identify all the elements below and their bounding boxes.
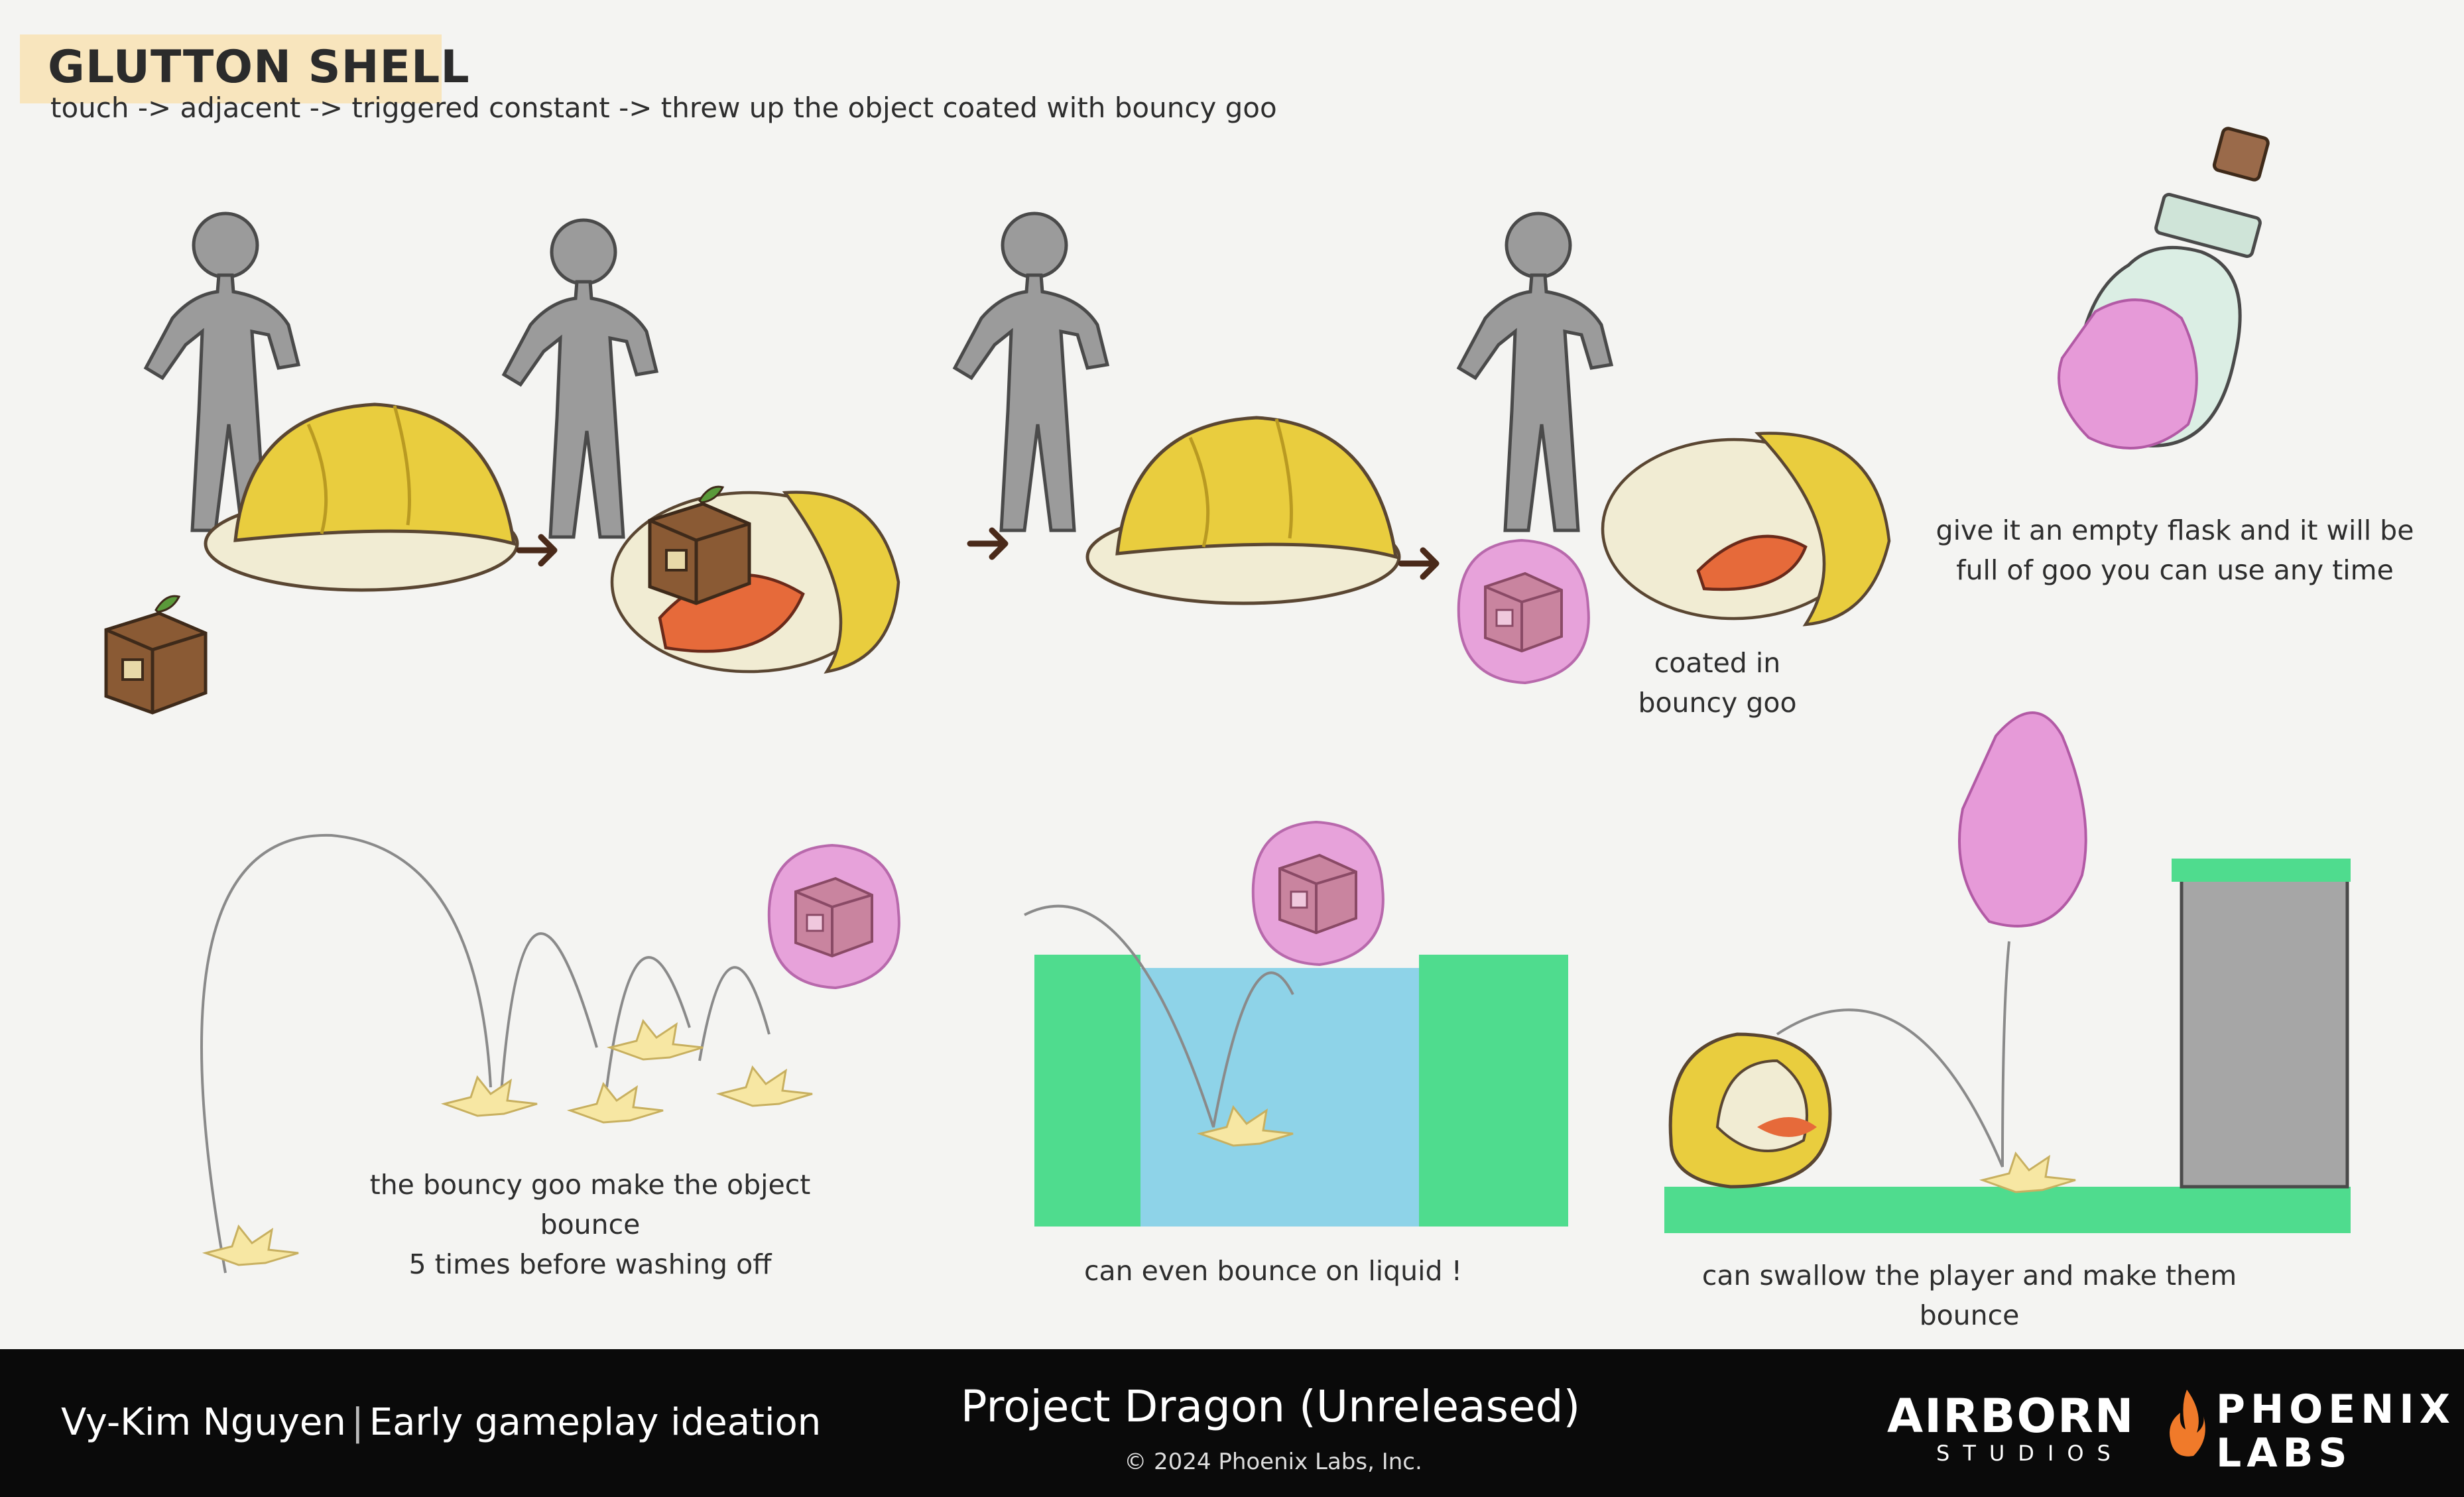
arrow-icon — [1401, 550, 1436, 577]
step2-sketch — [504, 220, 900, 674]
footer-bar: Vy-Kim Nguyen|Early gameplay ideation Pr… — [0, 1349, 2464, 1497]
goo-crate-sketch — [767, 844, 900, 989]
artist-role: Early gameplay ideation — [369, 1401, 822, 1444]
airborn-studios-logo: AIRBORN STUDIOS — [1887, 1389, 2135, 1466]
arrow-icon — [970, 530, 1005, 557]
caption-coated: coated in bouncy goo — [1638, 647, 1797, 719]
step3-sketch — [955, 213, 1399, 603]
copyright: © 2024 Phoenix Labs, Inc. — [1124, 1449, 1422, 1475]
caption-liquid: can even bounce on liquid ! — [1083, 1255, 1463, 1287]
swallow-player-scene — [1664, 711, 2351, 1233]
title-highlight — [20, 34, 442, 103]
goo-flask-sketch — [2058, 127, 2270, 449]
step4-sketch — [1459, 213, 1891, 684]
artwork — [0, 127, 2351, 1274]
project-title: Project Dragon (Unreleased) — [960, 1381, 1581, 1432]
bounce-sequence-sketch — [200, 833, 770, 1274]
caption-swallow: can swallow the player and make them bou… — [1701, 1260, 2237, 1331]
liquid-bounce-scene — [1024, 821, 1568, 1227]
step1-sketch — [106, 213, 517, 713]
credit-line: Vy-Kim Nguyen|Early gameplay ideation — [61, 1401, 821, 1444]
artist-name: Vy-Kim Nguyen — [61, 1401, 346, 1444]
caption-flask: give it an empty flask and it will be fu… — [1936, 514, 2414, 586]
page-title: GLUTTON SHELL — [48, 41, 470, 93]
arrow-icon — [519, 537, 554, 564]
flame-icon — [2170, 1390, 2205, 1457]
caption-bounce: the bouncy goo make the object bounce 5 … — [369, 1169, 811, 1280]
credit-separator: | — [351, 1401, 364, 1444]
page-subtitle: touch -> adjacent -> triggered constant … — [50, 91, 1277, 124]
phoenix-labs-logo: PHOENIX LABS — [2167, 1386, 2450, 1476]
